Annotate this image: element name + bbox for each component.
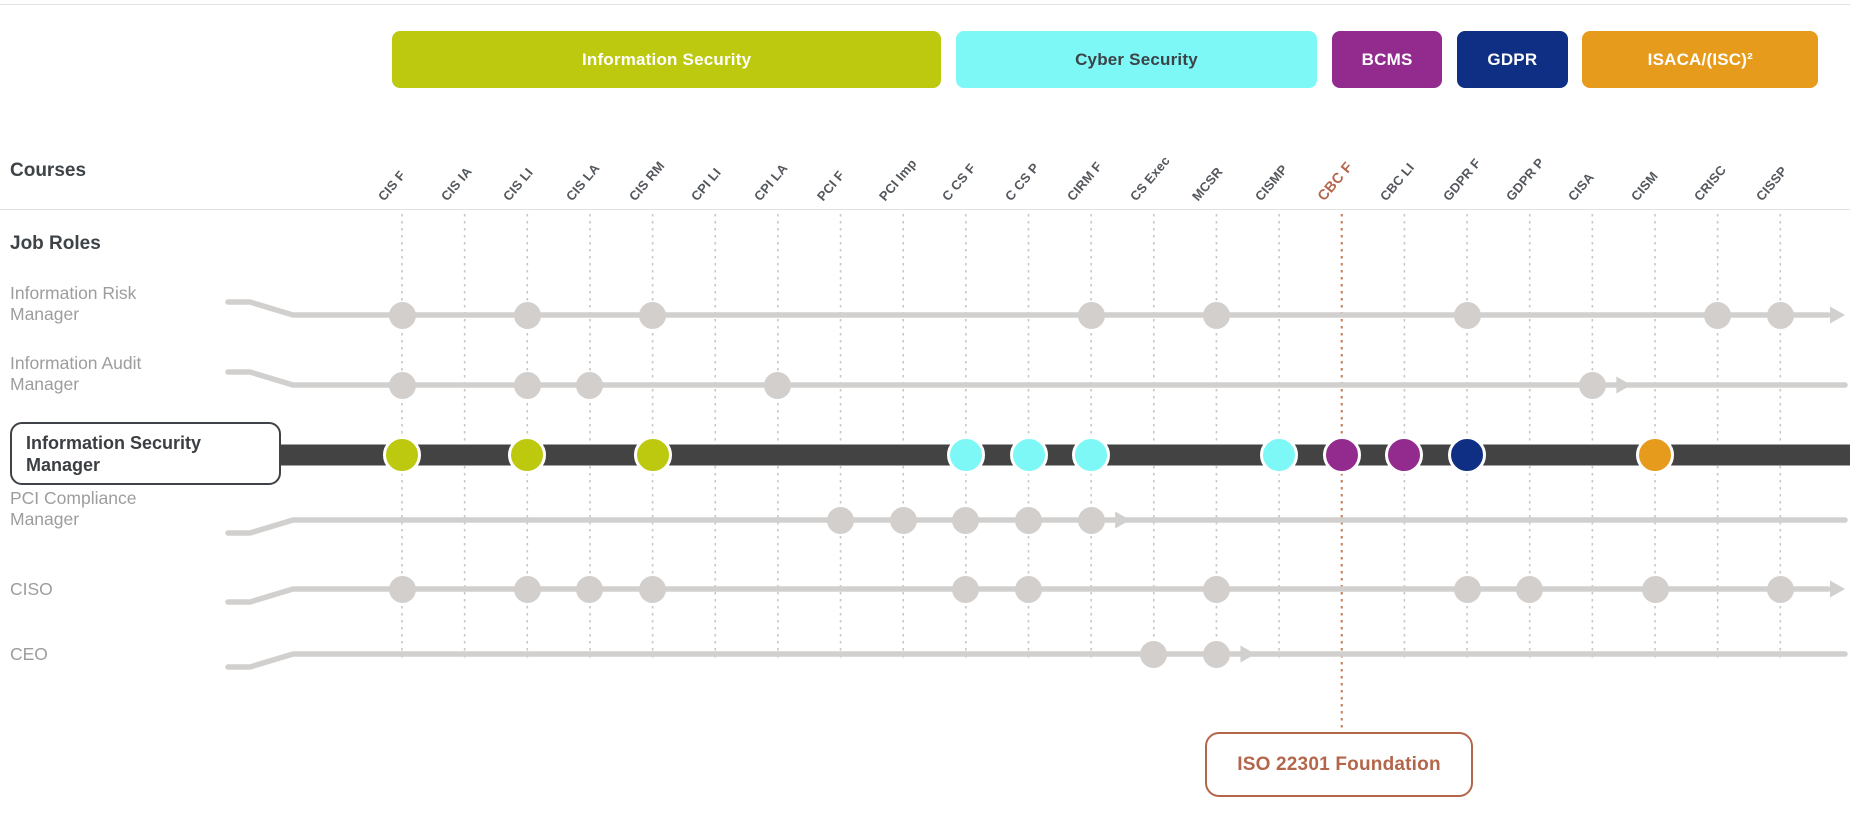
course-dot-information-security-manager-cis-rm[interactable] <box>633 436 672 474</box>
course-dot-information-audit-manager-cisa[interactable] <box>1578 371 1606 399</box>
course-dot-information-security-manager-c-cs-p[interactable] <box>1009 436 1048 474</box>
course-dot-information-security-manager-cism[interactable] <box>1636 436 1674 474</box>
flow-arrow-icon <box>1240 645 1256 663</box>
course-dot-information-security-manager-cis-li[interactable] <box>508 436 547 474</box>
course-dot-ciso-cism[interactable] <box>1641 575 1669 603</box>
course-dot-ciso-cissp[interactable] <box>1766 575 1794 603</box>
course-dot-information-audit-manager-cis-la[interactable] <box>576 371 604 399</box>
category-header-bcms[interactable]: BCMS <box>1331 31 1443 88</box>
course-dot-ciso-cis-la[interactable] <box>576 575 604 603</box>
flow-arrow-icon <box>1830 580 1845 598</box>
flow-arrow-icon <box>1115 511 1131 529</box>
category-header-information-security[interactable]: Information Security <box>392 31 942 88</box>
job-roles-heading: Job Roles <box>10 233 101 254</box>
course-dot-information-security-manager-c-cs-f[interactable] <box>946 436 985 474</box>
role-path <box>225 369 1848 388</box>
course-dot-information-security-manager-cirm-f[interactable] <box>1072 436 1111 474</box>
course-dot-pci-compliance-manager-cirm-f[interactable] <box>1077 506 1105 534</box>
course-dot-ciso-c-cs-p[interactable] <box>1015 575 1042 603</box>
course-dot-information-risk-manager-gdpr-f[interactable] <box>1453 301 1481 329</box>
course-dot-ciso-c-cs-f[interactable] <box>952 575 980 603</box>
course-dot-pci-compliance-manager-c-cs-p[interactable] <box>1015 506 1042 534</box>
course-dot-information-security-manager-gdpr-f[interactable] <box>1448 436 1487 474</box>
courses-divider <box>0 209 1850 210</box>
course-tooltip: ISO 22301 Foundation <box>1205 732 1473 797</box>
category-header-isaca-isc[interactable]: ISACA/(ISC)² <box>1582 31 1819 88</box>
course-dot-information-security-manager-cbc-f[interactable] <box>1322 436 1361 474</box>
courses-heading: Courses <box>10 160 87 181</box>
category-header-gdpr[interactable]: GDPR <box>1457 31 1568 88</box>
course-dot-pci-compliance-manager-pci-f[interactable] <box>827 506 855 534</box>
course-dot-information-audit-manager-cis-f[interactable] <box>388 371 416 399</box>
course-dot-ciso-cis-f[interactable] <box>388 575 416 603</box>
course-dot-ceo-mcsr[interactable] <box>1202 640 1230 668</box>
role-label-ciso[interactable]: CISO <box>10 579 53 599</box>
role-path <box>225 299 1831 318</box>
category-header-cyber-security[interactable]: Cyber Security <box>955 31 1318 88</box>
role-path <box>225 651 1848 670</box>
course-dot-information-audit-manager-cis-li[interactable] <box>513 371 541 399</box>
course-dot-pci-compliance-manager-pci-imp[interactable] <box>889 506 917 534</box>
course-dot-information-risk-manager-crisc[interactable] <box>1704 301 1732 329</box>
course-dot-ciso-gdpr-f[interactable] <box>1453 575 1481 603</box>
course-dot-ciso-cis-li[interactable] <box>513 575 541 603</box>
course-dot-information-risk-manager-cis-rm[interactable] <box>639 301 667 329</box>
course-dot-ceo-cs-exec[interactable] <box>1140 640 1168 668</box>
course-dot-information-risk-manager-mcsr[interactable] <box>1202 301 1230 329</box>
role-path <box>225 517 1848 536</box>
course-dot-ciso-gdpr-p[interactable] <box>1516 575 1544 603</box>
course-dot-ciso-mcsr[interactable] <box>1202 575 1230 603</box>
course-dot-information-audit-manager-cpi-la[interactable] <box>764 371 792 399</box>
role-label-ceo[interactable]: CEO <box>10 644 48 664</box>
course-dot-information-risk-manager-cirm-f[interactable] <box>1077 301 1105 329</box>
course-dot-pci-compliance-manager-c-cs-f[interactable] <box>952 506 980 534</box>
course-dot-information-risk-manager-cis-f[interactable] <box>388 301 416 329</box>
top-divider <box>0 4 1850 5</box>
course-dot-information-security-manager-cis-f[interactable] <box>383 436 421 474</box>
flow-arrow-icon <box>1616 376 1632 394</box>
course-dot-information-security-manager-cismp[interactable] <box>1260 436 1299 474</box>
course-dot-ciso-cis-rm[interactable] <box>639 575 667 603</box>
flow-arrow-icon <box>1830 306 1845 324</box>
course-dot-information-security-manager-cbc-li[interactable] <box>1385 436 1424 474</box>
course-dot-information-risk-manager-cis-li[interactable] <box>513 301 541 329</box>
role-path <box>225 586 1831 605</box>
course-dot-information-risk-manager-cissp[interactable] <box>1766 301 1794 329</box>
